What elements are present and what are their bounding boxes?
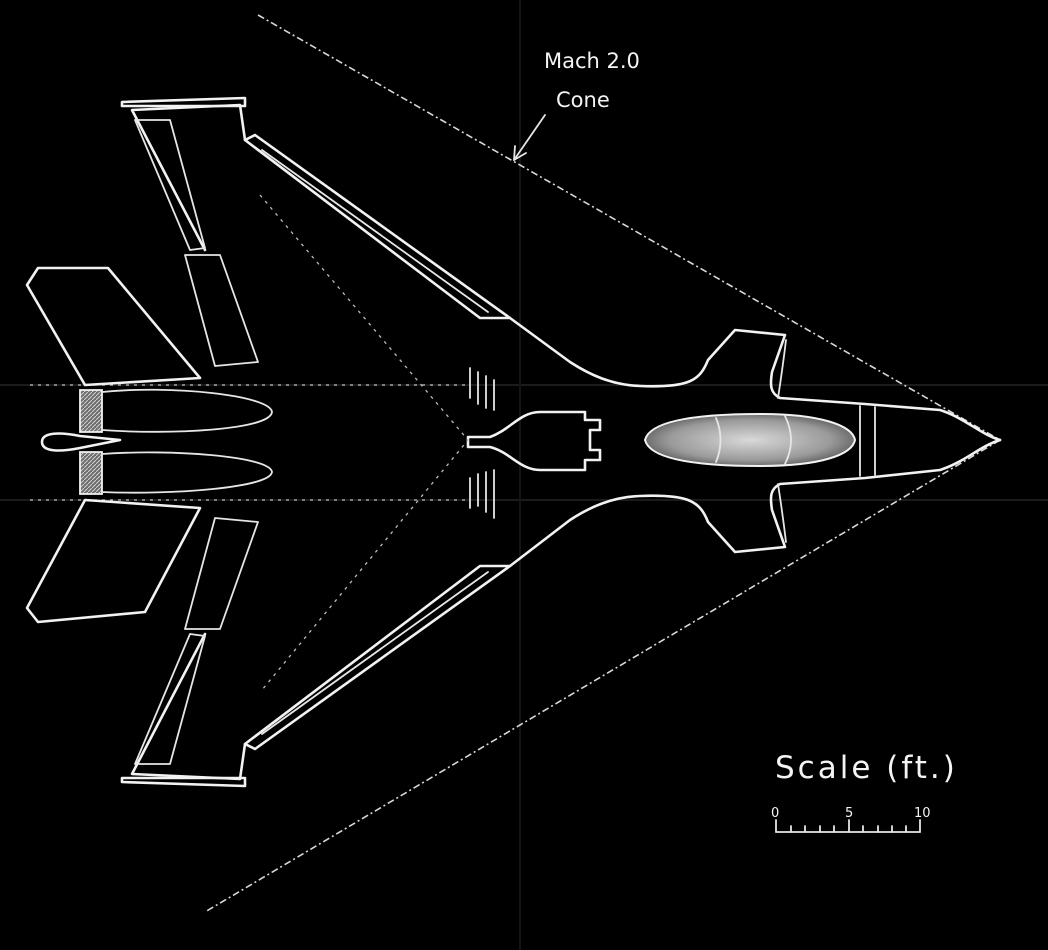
intake-body [466, 410, 602, 472]
scale-tick-5: 5 [845, 806, 853, 821]
mach-cone-annotation: Mach 2.0 Cone [544, 49, 640, 112]
scale-title: Scale (ft.) [775, 750, 958, 786]
vent-marks-bottom [469, 469, 495, 519]
mach-cone [204, 14, 1001, 913]
scale-ticks [775, 819, 921, 833]
upper-tailplane [25, 266, 202, 387]
lower-tailplane [25, 498, 202, 624]
vent-marks-top [469, 367, 495, 411]
lower-wing [120, 517, 512, 788]
cone-arrow [513, 114, 546, 161]
scale-tick-10: 10 [914, 806, 931, 821]
annotation-line2: Cone [556, 88, 610, 112]
scale-tick-0: 0 [771, 806, 779, 821]
scale-bar: Scale (ft.) 0 5 10 [771, 750, 958, 833]
upper-wing [120, 96, 512, 367]
canopy [643, 412, 857, 468]
fuselage-outline [508, 316, 1002, 568]
annotation-line1: Mach 2.0 [544, 49, 640, 73]
engine-nozzles [40, 388, 273, 495]
